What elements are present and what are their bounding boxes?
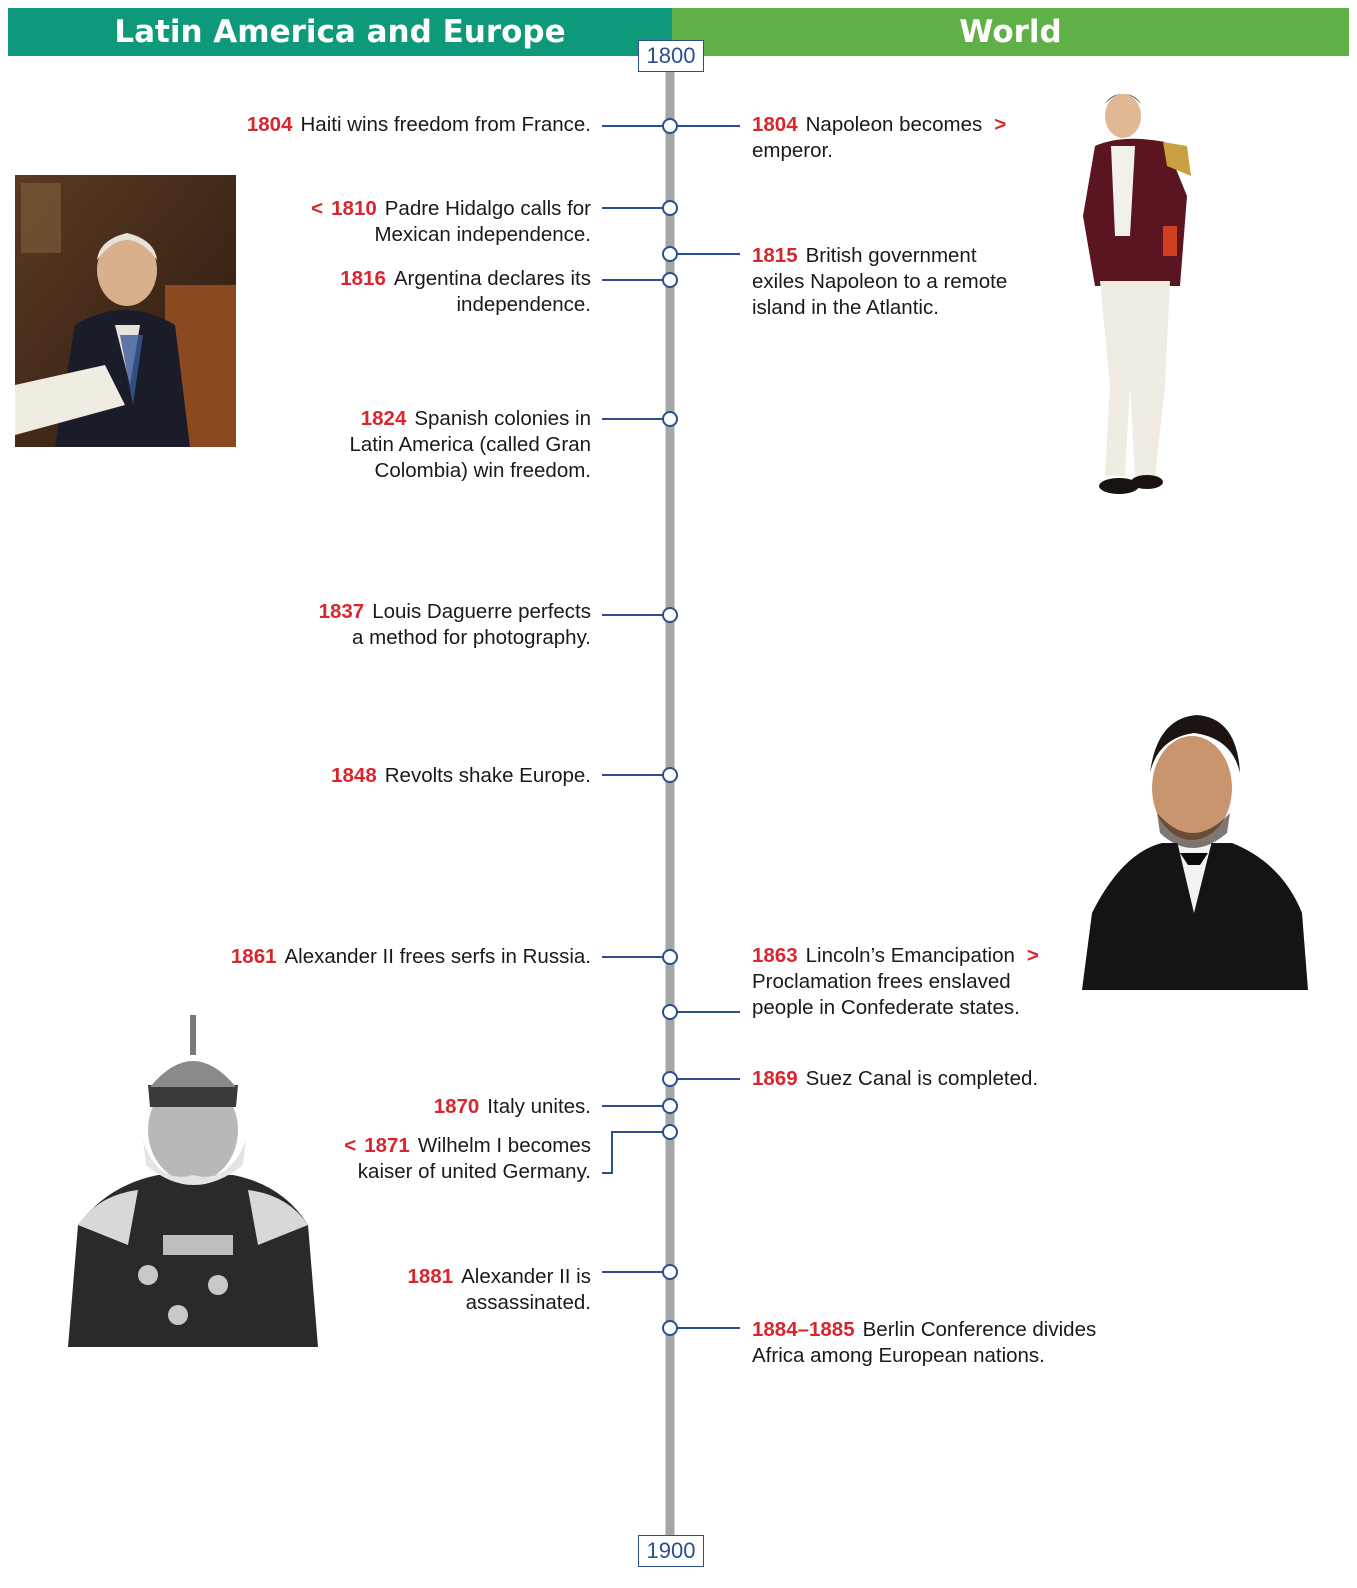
node-1804 — [662, 118, 678, 134]
node-1861 — [662, 949, 678, 965]
event-1869-suez: 1869 Suez Canal is completed. — [752, 1066, 1038, 1092]
left-arrow-icon: < — [344, 1134, 357, 1157]
event-year: 1804 — [752, 113, 798, 136]
year-start-label: 1800 — [638, 40, 704, 72]
event-text-line2: a method for photography. — [352, 626, 591, 649]
year-end-label: 1900 — [638, 1535, 704, 1567]
event-1824-gran-colombia: 1824 Spanish colonies in Latin America (c… — [349, 406, 591, 484]
napoleon-portrait — [1083, 94, 1191, 494]
event-text-line2: assassinated. — [465, 1291, 591, 1314]
node-1824 — [662, 411, 678, 427]
event-year: 1815 — [752, 244, 798, 267]
event-1848-revolts: 1848 Revolts shake Europe. — [331, 763, 591, 789]
event-1870-italy: 1870 Italy unites. — [434, 1094, 591, 1120]
event-text: Alexander II is — [461, 1265, 591, 1288]
event-text: Argentina declares its — [393, 267, 591, 290]
event-1861-serfs: 1861 Alexander II frees serfs in Russia. — [231, 944, 591, 970]
event-text-line2: Africa among European nations. — [752, 1344, 1045, 1367]
node-1869 — [662, 1071, 678, 1087]
node-1884 — [662, 1320, 678, 1336]
left-column-header: Latin America and Europe — [8, 8, 672, 56]
event-text-line2: Mexican independence. — [374, 223, 591, 246]
event-text: Italy unites. — [487, 1095, 591, 1118]
event-text-line2: emperor. — [752, 139, 833, 162]
hidalgo-portrait — [15, 175, 236, 447]
event-1871-wilhelm: <1871 Wilhelm I becomes kaiser of united … — [344, 1133, 591, 1185]
right-column-header: World — [672, 8, 1349, 56]
event-text-line2: kaiser of united Germany. — [357, 1160, 591, 1183]
node-1810 — [662, 200, 678, 216]
event-text: Revolts shake Europe. — [384, 764, 591, 787]
event-text: British government — [805, 244, 977, 267]
node-1816 — [662, 272, 678, 288]
event-1815-exile: 1815 British government exiles Napoleon t… — [752, 243, 1007, 321]
event-year: 1848 — [331, 764, 377, 787]
event-text-line2: independence. — [456, 293, 591, 316]
event-text-line2: Proclamation frees enslaved — [752, 970, 1011, 993]
node-1881 — [662, 1264, 678, 1280]
event-text: Alexander II frees serfs in Russia. — [284, 945, 592, 968]
connector-1871 — [602, 1131, 670, 1174]
event-1804-napoleon: 1804 Napoleon becomes > emperor. — [752, 112, 1006, 164]
event-text-line3: Colombia) win freedom. — [374, 459, 591, 482]
event-text: Suez Canal is completed. — [805, 1067, 1039, 1090]
event-1804-haiti: 1804 Haiti wins freedom from France. — [247, 112, 591, 138]
event-year: 1816 — [340, 267, 386, 290]
event-year: 1861 — [230, 945, 277, 968]
event-text: Louis Daguerre perfects — [372, 600, 591, 623]
event-year: 1837 — [318, 600, 365, 623]
left-arrow-icon: < — [311, 197, 324, 220]
event-year: 1863 — [752, 944, 798, 967]
node-1815 — [662, 246, 678, 262]
event-year: 1810 — [331, 197, 377, 220]
event-year: 1871 — [364, 1134, 410, 1157]
node-1870 — [662, 1098, 678, 1114]
node-1863 — [662, 1004, 678, 1020]
event-1884-berlin: 1884–1885 Berlin Conference divides Afric… — [752, 1317, 1096, 1369]
event-1810-hidalgo: <1810 Padre Hidalgo calls for Mexican ind… — [311, 196, 591, 248]
event-year: 1869 — [752, 1067, 798, 1090]
event-year: 1884–1885 — [752, 1318, 855, 1341]
event-text-line3: island in the Atlantic. — [752, 296, 939, 319]
node-1871 — [662, 1124, 678, 1140]
event-1816-argentina: 1816 Argentina declares its independence. — [340, 266, 591, 318]
node-1848 — [662, 767, 678, 783]
event-text: Spanish colonies in — [414, 407, 591, 430]
event-text: Lincoln’s Emancipation — [805, 944, 1015, 967]
lincoln-portrait — [1082, 715, 1308, 990]
event-text: Haiti wins freedom from France. — [300, 113, 591, 136]
event-year: 1870 — [433, 1095, 480, 1118]
event-year: 1804 — [246, 113, 293, 136]
node-1837 — [662, 607, 678, 623]
event-text: Napoleon becomes — [805, 113, 983, 136]
event-1837-daguerre: 1837 Louis Daguerre perfects a method for… — [319, 599, 591, 651]
event-year: 1824 — [360, 407, 407, 430]
event-year: 1881 — [407, 1265, 454, 1288]
event-text-line3: people in Confederate states. — [752, 996, 1020, 1019]
event-text-line2: Latin America (called Gran — [349, 433, 591, 456]
event-1863-emancipation: 1863 Lincoln’s Emancipation > Proclamation… — [752, 943, 1039, 1021]
event-text: Padre Hidalgo calls for — [384, 197, 591, 220]
event-text: Berlin Conference divides — [862, 1318, 1097, 1341]
right-arrow-icon: > — [994, 113, 1007, 136]
event-text-line2: exiles Napoleon to a remote — [752, 270, 1008, 293]
right-arrow-icon: > — [1026, 944, 1039, 967]
event-1881-assassination: 1881 Alexander II is assassinated. — [407, 1264, 591, 1316]
event-text: Wilhelm I becomes — [417, 1134, 591, 1157]
wilhelm-portrait — [68, 1015, 318, 1347]
